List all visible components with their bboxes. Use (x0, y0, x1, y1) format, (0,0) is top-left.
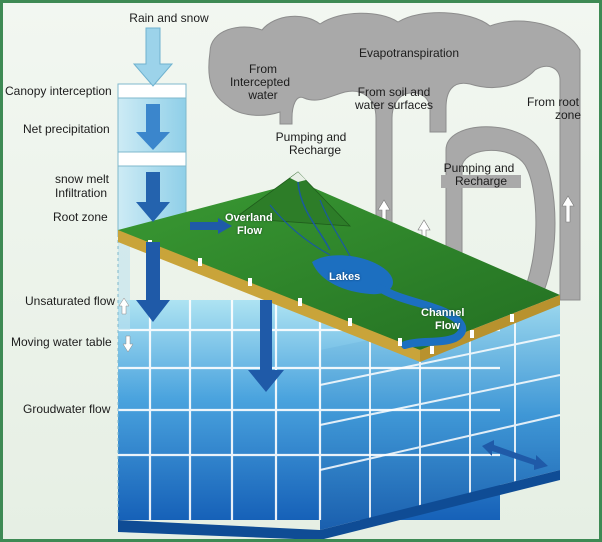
label-pumping-1: Pumping and (275, 130, 347, 144)
label-overland: Overland (225, 212, 273, 224)
label-from-intercepted-3: water (248, 88, 278, 102)
label-from-soil-1: From soil and (357, 85, 431, 99)
label-root-zone: Root zone (53, 210, 108, 224)
label-channel: Channel (421, 307, 465, 319)
label-from-root-2: zone (555, 108, 582, 122)
label-evapotranspiration: Evapotranspiration (358, 46, 460, 60)
label-recharge-1: Recharge (288, 143, 342, 157)
label-from-soil-2: water surfaces (354, 98, 434, 112)
flow-arrows (118, 27, 548, 470)
label-rain-and-snow: Rain and snow (129, 11, 209, 25)
label-unsaturated-flow: Unsaturated flow (25, 294, 116, 308)
label-overland-flow: Flow (237, 225, 263, 237)
groundwater-block (118, 300, 561, 539)
label-recharge-2: Recharge (441, 175, 521, 188)
label-net-precipitation: Net precipitation (23, 122, 110, 136)
label-from-intercepted-1: From (249, 62, 277, 76)
label-lakes: Lakes (329, 271, 361, 283)
label-from-root-1: From root (526, 95, 579, 109)
label-moving-water-table: Moving water table (11, 335, 112, 349)
label-pumping-2: Pumping and (443, 161, 515, 175)
label-canopy-interception: Canopy interception (5, 84, 112, 98)
label-snow-melt: snow melt (55, 172, 110, 186)
label-channel-flow: Flow (435, 320, 461, 332)
label-from-intercepted-2: Intercepted (229, 75, 291, 89)
label-groundwater-flow: Groudwater flow (23, 402, 111, 416)
label-infiltration: Infiltration (55, 186, 108, 200)
land-surface (118, 171, 560, 362)
